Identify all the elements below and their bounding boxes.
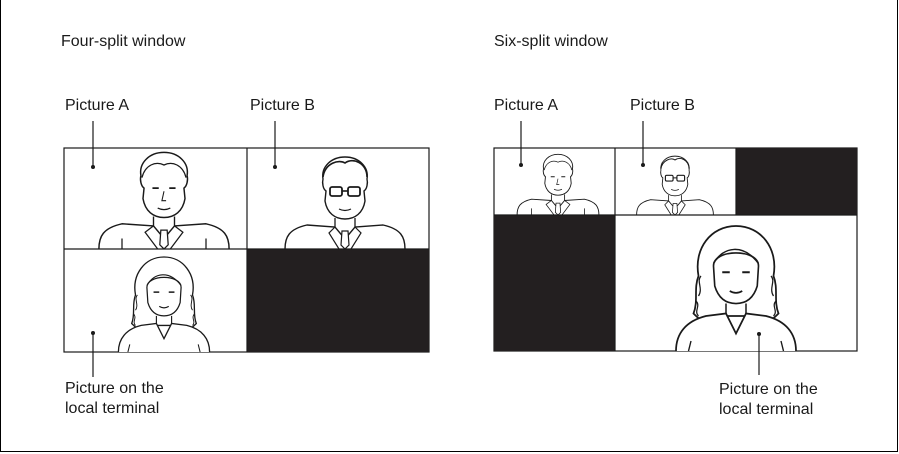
- six-split-empty-cell: [494, 215, 615, 351]
- six-split-empty-cell: [736, 148, 857, 215]
- four-split-empty-cell: [247, 249, 429, 352]
- six-split-window: [494, 121, 857, 375]
- four-split-window: [64, 121, 429, 377]
